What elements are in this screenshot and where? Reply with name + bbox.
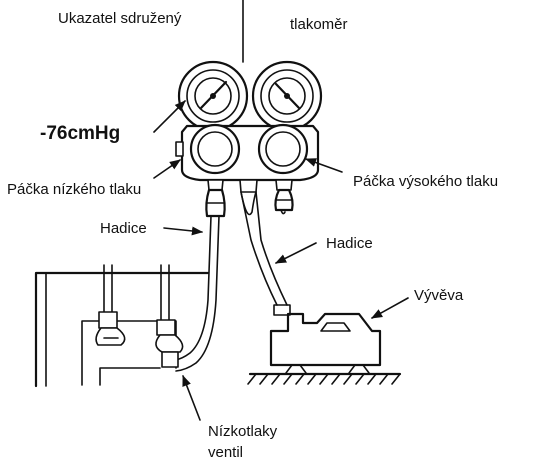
ground — [247, 372, 402, 385]
leader-arrows — [153, 100, 409, 421]
label-low-valve: Páčka nízkého tlaku — [7, 181, 141, 198]
right-hose — [240, 191, 288, 306]
left-hose-arrow — [163, 226, 204, 236]
high-pressure-service-valve — [95, 311, 126, 346]
low-port-arrow — [182, 374, 201, 421]
left-gauge — [177, 60, 249, 132]
low-pressure-service-valve — [155, 319, 184, 368]
label-pump: Vývěva — [414, 287, 464, 304]
label-high-valve: Páčka výsokého tlaku — [353, 173, 498, 190]
label-vacuum-reading: -76cmHg — [40, 123, 120, 144]
left-hose — [174, 188, 226, 372]
manifold-gauge-set — [175, 60, 323, 215]
high-side-hose-coupler — [274, 188, 294, 215]
label-manifold: Ukazatel sdružený — [58, 10, 182, 27]
label-gauge: tlakoměr — [290, 16, 348, 33]
right-hose-arrow — [274, 242, 317, 264]
label-low-port-line2: ventil — [208, 444, 243, 461]
right-gauge — [251, 60, 323, 132]
label-hose-right: Hadice — [326, 235, 373, 252]
label-low-port-line1: Nízkotlaky — [208, 423, 278, 440]
outdoor-unit — [34, 264, 210, 388]
vacuum-reading-arrow — [153, 100, 186, 133]
vacuum-pump — [269, 304, 382, 374]
low-valve-arrow — [153, 159, 181, 179]
low-pressure-valve-knob — [189, 123, 241, 175]
high-valve-arrow — [304, 158, 343, 173]
high-pressure-valve-knob — [257, 123, 309, 175]
pump-arrow — [371, 297, 409, 319]
label-hose-left: Hadice — [100, 220, 147, 237]
